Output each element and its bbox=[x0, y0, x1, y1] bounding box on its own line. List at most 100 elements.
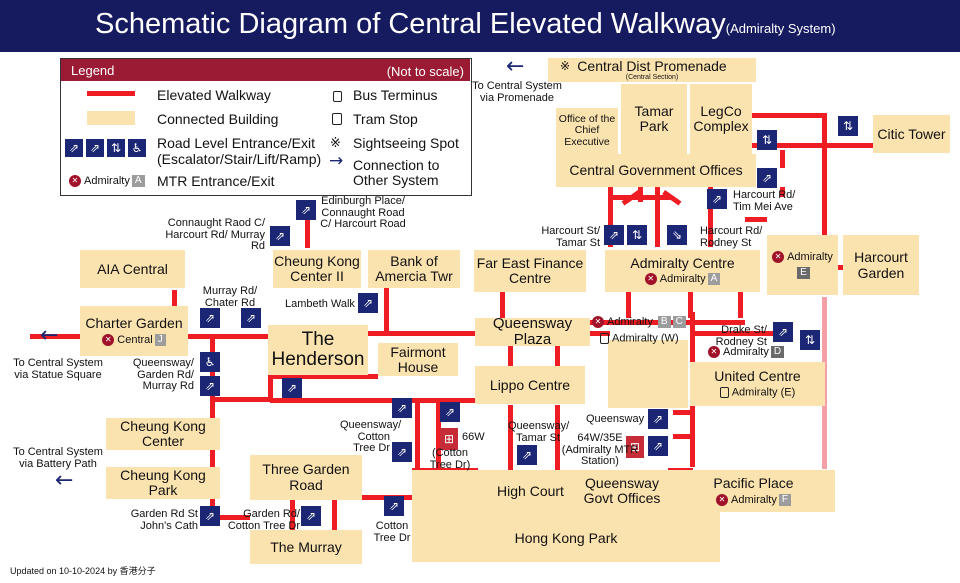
legend-sight-label: Sightseeing Spot bbox=[353, 135, 459, 151]
stair-icon[interactable]: ⇗ bbox=[200, 308, 220, 328]
tram-stop-icon: ⊞ bbox=[440, 428, 458, 450]
walkway-segment bbox=[752, 113, 826, 118]
label-to-promenade: To Central System via Promenade bbox=[472, 80, 562, 104]
legend: Legend (Not to scale) Elevated Walkway C… bbox=[60, 58, 472, 196]
walkway-segment bbox=[172, 290, 177, 310]
bus-icon bbox=[333, 91, 342, 102]
mtr-exit-e: E bbox=[797, 266, 810, 279]
building-aia-central: AIA Central bbox=[80, 250, 185, 288]
walkway-segment bbox=[690, 331, 785, 336]
sightseeing-icon: ※ bbox=[330, 135, 341, 150]
escalator-icon[interactable]: ⇘ bbox=[667, 225, 687, 245]
page-title: Schematic Diagram of Central Elevated Wa… bbox=[95, 8, 836, 40]
tram-stop-icon: ⊞ bbox=[626, 436, 644, 458]
label-queensway-tamar: Queensway/ Tamar St bbox=[508, 420, 570, 444]
walkway-segment bbox=[210, 397, 270, 402]
stair-icon[interactable]: ⇗ bbox=[384, 496, 404, 516]
title-bar: Schematic Diagram of Central Elevated Wa… bbox=[0, 0, 960, 52]
walkway-segment bbox=[780, 187, 785, 197]
connection-arrow-icon[interactable]: ← bbox=[40, 323, 59, 348]
stair-icon[interactable]: ⇗ bbox=[773, 322, 793, 342]
escalator-icon[interactable]: ⇗ bbox=[358, 293, 378, 313]
lift-icon: ⇅ bbox=[107, 139, 125, 157]
walkway-segment bbox=[822, 113, 827, 263]
walkway-segment bbox=[780, 150, 785, 168]
walkway-segment bbox=[708, 187, 713, 247]
label-connaught-road: Connaught Raod C/ Harcourt Rd/ Murray Rd bbox=[165, 217, 265, 253]
mtr-logo-icon: ✕ bbox=[716, 493, 729, 506]
legend-building-swatch bbox=[87, 111, 135, 125]
building-united-centre: United Centre Admiralty (E) bbox=[690, 362, 825, 406]
label-to-battery-path: To Central System via Battery Path bbox=[13, 446, 103, 470]
legend-tram-label: Tram Stop bbox=[353, 111, 418, 127]
walkway-segment bbox=[500, 292, 505, 320]
walkway-segment bbox=[608, 187, 613, 247]
bus-terminus-admiralty-e: Admiralty (E) bbox=[719, 386, 795, 399]
walkway-segment bbox=[638, 187, 643, 202]
building-office-chief-executive: Office of the Chief Executive bbox=[556, 108, 618, 154]
pacific-place-name: Pacific Place bbox=[713, 474, 794, 491]
building-queensway-govt-offices: Queensway Govt Offices bbox=[576, 470, 668, 512]
connection-arrow-icon[interactable]: ← bbox=[506, 54, 525, 79]
walkway-segment bbox=[508, 346, 513, 366]
tram-stop-icon bbox=[332, 113, 342, 125]
walkway-segment bbox=[290, 500, 295, 530]
legend-mtr-label: MTR Entrance/Exit bbox=[157, 173, 275, 189]
escalator-icon[interactable]: ⇗ bbox=[604, 225, 624, 245]
building-cheung-kong-center: Cheung Kong Center bbox=[106, 418, 220, 450]
walkway-segment bbox=[838, 265, 846, 270]
lift-icon[interactable]: ⇅ bbox=[838, 116, 858, 136]
label-murray-chater: Murray Rd/ Chater Rd bbox=[202, 285, 258, 309]
stair-icon[interactable]: ⇗ bbox=[200, 376, 220, 396]
walkway-segment bbox=[673, 434, 693, 439]
escalator-icon[interactable]: ⇗ bbox=[707, 189, 727, 209]
building-legco-complex: LegCo Complex bbox=[690, 84, 752, 154]
walkway-segment bbox=[555, 346, 560, 366]
walkway-segment bbox=[555, 405, 560, 470]
walkway-segment bbox=[750, 143, 875, 148]
walkway-segment bbox=[673, 410, 693, 415]
stair-icon[interactable]: ⇗ bbox=[392, 442, 412, 462]
building-bank-of-america-tower: Bank of Amercia Twr bbox=[368, 250, 460, 288]
label-edinburgh-place: Edinburgh Place/ Connaught Road C/ Harco… bbox=[320, 195, 406, 231]
label-drake-rodney: Drake St/ Rodney St bbox=[715, 324, 767, 348]
united-centre-name: United Centre bbox=[714, 368, 801, 385]
stair-icon[interactable]: ⇗ bbox=[517, 445, 537, 465]
building-central-dist-promenade: Central Dist Promenade (Central Section) bbox=[548, 58, 756, 82]
stair-icon[interactable]: ⇗ bbox=[241, 308, 261, 328]
legend-entrance-label-2: (Escalator/Stair/Lift/Ramp) bbox=[157, 151, 322, 167]
stair-icon[interactable]: ⇗ bbox=[392, 398, 412, 418]
lift-icon[interactable]: ⇅ bbox=[627, 225, 647, 245]
escalator-icon[interactable]: ⇗ bbox=[270, 226, 290, 246]
promenade-name: Central Dist Promenade bbox=[577, 57, 727, 74]
label-tram-66w: 66W bbox=[462, 431, 485, 443]
stair-icon[interactable]: ⇗ bbox=[648, 409, 668, 429]
ramp-icon[interactable]: ♿ bbox=[200, 352, 220, 372]
charter-garden-name: Charter Garden bbox=[85, 314, 183, 331]
building-central-government-offices: Central Government Offices bbox=[556, 154, 756, 187]
stair-icon[interactable]: ⇗ bbox=[648, 436, 668, 456]
connection-arrow-icon[interactable]: ← bbox=[55, 468, 74, 493]
lift-icon[interactable]: ⇅ bbox=[800, 330, 820, 350]
walkway-segment bbox=[270, 398, 475, 403]
building-cheung-kong-park: Cheung Kong Park bbox=[106, 467, 220, 499]
stair-icon[interactable]: ⇗ bbox=[301, 506, 321, 526]
building-tamar-park: Tamar Park bbox=[621, 84, 687, 154]
stair-icon[interactable]: ⇗ bbox=[757, 168, 777, 188]
stair-icon[interactable]: ⇗ bbox=[282, 378, 302, 398]
bus-icon bbox=[600, 333, 609, 344]
label-garden-stjohns: Garden Rd St John's Cath bbox=[130, 508, 198, 532]
escalator-icon[interactable]: ⇗ bbox=[296, 200, 316, 220]
stair-icon[interactable]: ⇗ bbox=[200, 506, 220, 526]
label-cotton-tree-paren: (Cotton Tree Dr) bbox=[429, 447, 471, 471]
walkway-segment bbox=[745, 217, 767, 222]
stair-icon[interactable]: ⇗ bbox=[440, 402, 460, 422]
lift-icon[interactable]: ⇅ bbox=[757, 130, 777, 150]
mtr-logo-icon: ✕ bbox=[772, 251, 785, 264]
